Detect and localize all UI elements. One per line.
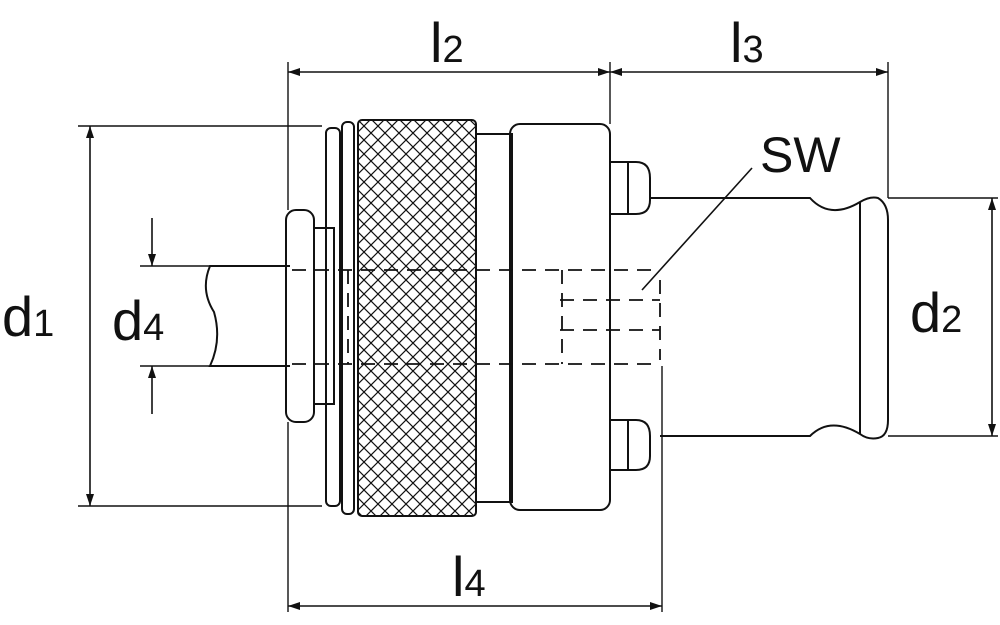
dimension-lines (86, 68, 996, 610)
label-d2: d2 (910, 281, 962, 344)
label-l3: l3 (730, 11, 764, 74)
shank-d2 (650, 196, 889, 440)
retaining-ring-2 (341, 121, 355, 515)
drive-pin-bottom (610, 419, 651, 471)
label-l4: l4 (452, 545, 486, 608)
tap-shank (204, 265, 290, 367)
label-d4: d4 (112, 289, 164, 352)
label-d1: d1 (2, 285, 54, 348)
inner-body (475, 133, 513, 503)
label-l2: l2 (430, 11, 464, 74)
hidden-lines (292, 269, 661, 365)
front-flange (285, 209, 315, 423)
sw-leader-line (641, 167, 753, 291)
front-collar (313, 227, 335, 405)
rear-housing (509, 123, 611, 511)
label-sw: SW (760, 127, 841, 183)
knurled-sleeve (357, 119, 477, 517)
retaining-ring-1 (325, 127, 341, 507)
drive-pin-top (610, 161, 651, 215)
part-outline (204, 119, 889, 517)
